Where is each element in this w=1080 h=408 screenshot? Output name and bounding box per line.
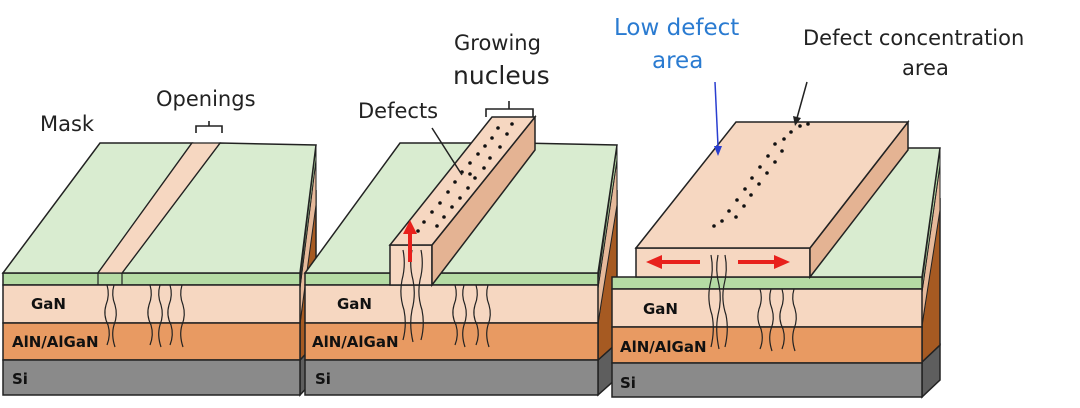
low-defect-pointer — [714, 81, 722, 156]
panel2-alngan-front — [304, 322, 599, 361]
defect-concentration-label-line1: Defect concentration — [803, 26, 1024, 50]
defect-concentration-pointer — [793, 81, 808, 126]
panel-1-mask-openings: GaN AlN/AlGaN Si Mask Openings — [1, 87, 317, 397]
panel3-alngan-front — [611, 326, 923, 364]
defect-concentration-label-line2: area — [902, 56, 949, 80]
low-defect-label-line1: Low defect — [614, 15, 739, 41]
panel2-alngan-label: AlN/AlGaN — [312, 333, 399, 351]
nucleus-label: nucleus — [453, 61, 550, 90]
panel3-alngan-label: AlN/AlGaN — [620, 338, 707, 356]
panel1-si-label: Si — [12, 370, 28, 388]
mask-label: Mask — [40, 112, 95, 136]
defects-label: Defects — [358, 99, 438, 123]
panel1-dislocations — [104, 284, 185, 348]
panel2-mask-front — [304, 272, 599, 286]
growing-ridge-top — [388, 116, 537, 246]
panel-3-lateral-growth: GaN AlN/AlGaN Si Low defect area Defect … — [611, 15, 1024, 399]
panel1-gan-label: GaN — [31, 295, 66, 313]
low-defect-label-line2: area — [652, 48, 703, 74]
openings-label: Openings — [156, 87, 256, 111]
panel1-alngan-label: AlN/AlGaN — [12, 333, 99, 351]
panel3-gan-front — [611, 288, 923, 328]
panel-2-growing-nucleus: GaN AlN/AlGaN Si Defects Growing nucleus — [303, 31, 618, 397]
panel2-dislocations — [400, 249, 491, 348]
panel2-gan-label: GaN — [337, 295, 372, 313]
lateral-growth-arrows — [646, 255, 790, 269]
nucleus-bracket — [485, 101, 534, 117]
panel3-defect-dots — [712, 122, 810, 228]
panel1-si-front — [2, 359, 301, 396]
panel1-mask-front — [2, 272, 301, 286]
panel3-si-front — [611, 362, 923, 398]
panel1-opening — [96, 142, 222, 274]
openings-bracket — [195, 121, 223, 133]
defects-pointer — [431, 127, 463, 176]
panel3-gan-label: GaN — [643, 300, 678, 318]
growing-label: Growing — [454, 31, 541, 55]
panel2-si-label: Si — [315, 370, 331, 388]
vertical-growth-arrow — [403, 220, 417, 262]
panel3-dislocations — [708, 254, 797, 352]
panel3-si-label: Si — [620, 374, 636, 392]
panel3-mask-front — [611, 276, 923, 290]
lateral-slab-top — [634, 121, 910, 249]
panel2-si-front — [304, 359, 599, 396]
